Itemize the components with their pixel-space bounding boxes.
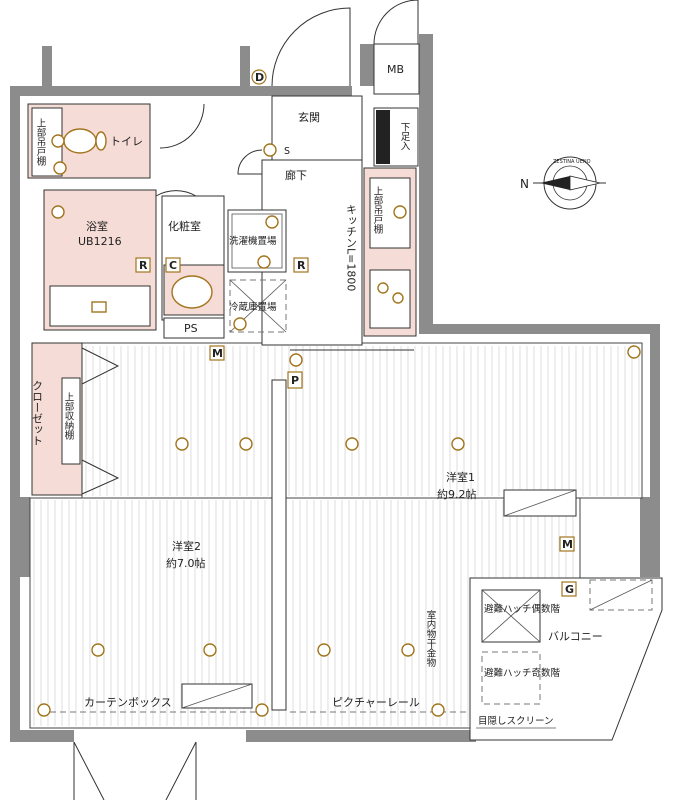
western1-ac-diagonal bbox=[503, 489, 577, 517]
mb-label: MB bbox=[387, 63, 404, 76]
ceiling-light-icon bbox=[175, 437, 189, 451]
kitchen-upper-cabinet-label: 上部吊戸棚 bbox=[372, 186, 384, 234]
bath-label: 浴室 bbox=[86, 219, 108, 233]
bath-light-icon bbox=[51, 205, 65, 219]
picture-rail-label: ピクチャーレール bbox=[332, 696, 420, 709]
toilet-tank-icon bbox=[95, 131, 107, 151]
ceiling-light-icon bbox=[431, 703, 445, 717]
vanity-label: 化粧室 bbox=[168, 219, 201, 233]
p-badge: P bbox=[287, 371, 303, 389]
mb-room bbox=[373, 43, 420, 95]
ceiling-light-icon bbox=[255, 703, 269, 717]
kitchen-stove bbox=[369, 269, 411, 329]
ceiling-light-icon bbox=[51, 134, 65, 148]
m-badge-2: M bbox=[559, 536, 575, 552]
svg-text:R: R bbox=[297, 259, 306, 272]
svg-text:M: M bbox=[562, 538, 573, 551]
washer-label: 洗濯機置場 bbox=[229, 235, 277, 247]
hatch-odd-label: 避難ハッチ奇数階 bbox=[484, 667, 561, 679]
ceiling-light-icon bbox=[345, 437, 359, 451]
burner-icon bbox=[392, 292, 404, 304]
ceiling-light-icon bbox=[257, 255, 271, 269]
hatch-even-cross bbox=[481, 589, 541, 643]
shoe-box-label: 下足入 bbox=[399, 122, 411, 151]
ceiling-lights bbox=[37, 134, 641, 717]
laundry-hanger-label: 室内物干金物 bbox=[425, 609, 437, 668]
western-room-1-size: 約9.2帖 bbox=[437, 487, 477, 501]
fridge-label: 冷蔵庫置場 bbox=[229, 301, 277, 313]
ceiling-light-icon bbox=[401, 643, 415, 657]
balcony-ac-unit bbox=[589, 579, 653, 611]
bath-faucet-icon bbox=[91, 301, 107, 313]
blind-screen-label: 目隠しスクリーン bbox=[478, 715, 554, 727]
ceiling-light-icon bbox=[203, 643, 217, 657]
fridge-space bbox=[229, 279, 287, 333]
r-badge-bath: R bbox=[135, 257, 151, 273]
ceiling-light-icon bbox=[263, 143, 277, 157]
ceiling-light-icon bbox=[239, 437, 253, 451]
balcony-label: バルコニー bbox=[548, 630, 603, 643]
ps-label: PS bbox=[184, 322, 198, 335]
western-room-2-name: 洋室2 bbox=[172, 539, 201, 553]
ceiling-light-icon bbox=[317, 643, 331, 657]
ceiling-light-icon bbox=[627, 345, 641, 359]
entrance-area bbox=[271, 95, 363, 161]
sink-basin-icon bbox=[171, 275, 213, 309]
svg-text:M: M bbox=[212, 347, 223, 360]
sliding-partition bbox=[271, 379, 287, 711]
r-badge-corridor: R bbox=[293, 257, 309, 273]
ceiling-light-icon bbox=[37, 703, 51, 717]
c-badge: C bbox=[165, 257, 181, 273]
closet-upper-storage-label: 上部収納棚 bbox=[63, 392, 75, 440]
ps-box bbox=[163, 317, 225, 339]
hatch-even-label: 避難ハッチ偶数階 bbox=[484, 603, 561, 615]
svg-text:C: C bbox=[169, 259, 177, 272]
balcony-ac-diagonal bbox=[589, 579, 653, 611]
toilet-label: トイレ bbox=[110, 135, 143, 148]
shoe-box-fill bbox=[376, 110, 390, 164]
ceiling-light-icon bbox=[265, 215, 279, 229]
toilet-upper-shelf-label: 上部吊戸棚 bbox=[35, 118, 47, 166]
doors bbox=[73, 0, 419, 800]
corridor-label: 廊下 bbox=[285, 168, 307, 182]
g-badge: G bbox=[561, 581, 577, 597]
m-badge-1: M bbox=[209, 345, 225, 361]
bath-model-label: UB1216 bbox=[78, 235, 122, 248]
ceiling-light-icon bbox=[289, 353, 303, 367]
closet-door-left bbox=[81, 347, 120, 385]
svg-text:D: D bbox=[255, 71, 264, 84]
curtain-box-ac-diagonal bbox=[181, 683, 253, 709]
svg-text:R: R bbox=[139, 259, 148, 272]
ceiling-light-icon bbox=[451, 437, 465, 451]
washer-pan bbox=[231, 213, 283, 269]
western-room-1-name: 洋室1 bbox=[446, 470, 475, 484]
burner-icon bbox=[377, 282, 389, 294]
curtain-box-label: カーテンボックス bbox=[84, 696, 172, 709]
d-badge: D bbox=[251, 69, 267, 85]
western-room-2-size: 約7.0帖 bbox=[166, 556, 206, 570]
kitchen-label: キッチンL=1800 bbox=[345, 204, 358, 291]
closet-door-right bbox=[81, 459, 120, 495]
svg-text:G: G bbox=[565, 583, 574, 596]
s-mark: S bbox=[284, 146, 290, 157]
svg-text:P: P bbox=[291, 374, 299, 387]
closet-upper-storage bbox=[61, 377, 81, 465]
ceiling-light-icon bbox=[233, 317, 247, 331]
compass: N ZESTINA UENO bbox=[520, 156, 606, 210]
ceiling-light-icon bbox=[53, 161, 67, 175]
hatch-odd bbox=[481, 651, 541, 705]
ceiling-light-icon bbox=[91, 643, 105, 657]
entrance-label: 玄関 bbox=[298, 110, 320, 124]
compass-ring-text: ZESTINA UENO bbox=[553, 159, 591, 165]
kitchen-faucet-icon bbox=[393, 205, 407, 219]
compass-north: N bbox=[520, 177, 529, 191]
toilet-bowl-icon bbox=[63, 128, 97, 154]
closet-label: クローゼット bbox=[31, 380, 44, 446]
